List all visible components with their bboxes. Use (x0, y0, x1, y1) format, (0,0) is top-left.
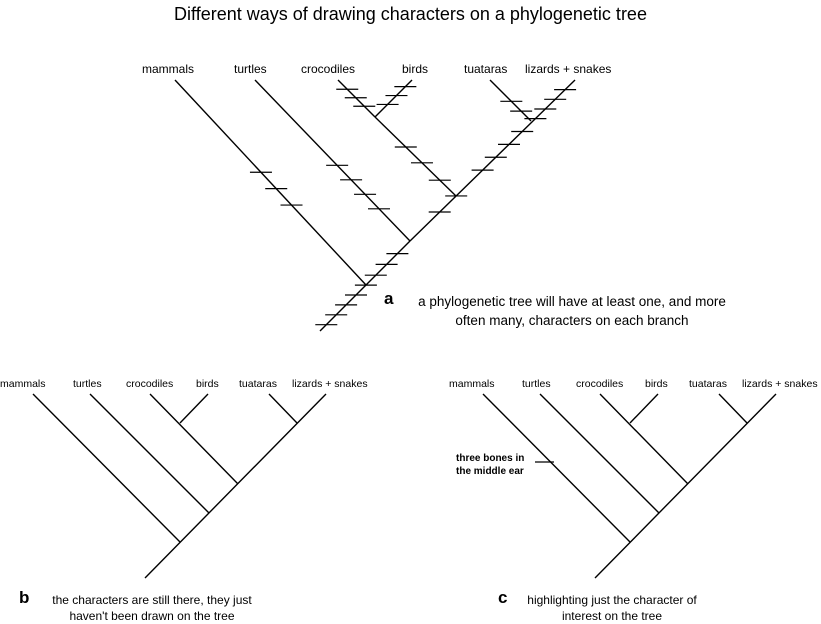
character-ticks-a (249, 86, 577, 326)
panel-letter-b: b (19, 588, 30, 607)
branch-mammals-b (32, 393, 181, 543)
branch-crocbirds-a (374, 116, 457, 197)
caption-b-line2: haven't been drawn on the tree (69, 609, 235, 623)
caption-c-line2: interest on the tree (561, 609, 663, 623)
character-annotation: three bones in the middle ear (456, 452, 524, 478)
tree-b (32, 393, 327, 579)
branch-tuataras-c (718, 393, 748, 424)
taxon-label-lizards-snakes-b: lizards + snakes (292, 378, 368, 390)
branch-birds-b (179, 393, 209, 424)
taxon-label-mammals-b: mammals (0, 378, 46, 390)
branch-birds-a (374, 79, 413, 118)
taxon-label-crocodiles-b: crocodiles (126, 378, 174, 390)
caption-a-line2: often many, characters on each branch (455, 313, 689, 328)
caption-c: highlighting just the character of inter… (516, 592, 708, 624)
taxon-label-mammals-a: mammals (142, 62, 195, 76)
taxon-label-crocodiles-a: crocodiles (301, 62, 356, 76)
caption-c-line1: highlighting just the character of (527, 593, 697, 607)
branch-tuataras-b (268, 393, 298, 424)
taxon-label-birds-a: birds (402, 62, 429, 76)
branch-crocodiles-a (337, 79, 376, 118)
branch-turtles-c (539, 393, 660, 514)
branch-root-c (594, 393, 777, 579)
caption-a-line1: a phylogenetic tree will have at least o… (418, 294, 726, 309)
panel-letter-c: c (498, 588, 508, 607)
panel-letter-a: a (384, 289, 394, 308)
branch-tuataras-a (489, 79, 532, 122)
tree-c (482, 393, 777, 579)
branch-crocodiles-b (149, 393, 239, 485)
taxon-label-crocodiles-c: crocodiles (576, 378, 624, 390)
taxon-label-tuataras-a: tuataras (464, 62, 508, 76)
branch-right-a (409, 79, 576, 242)
caption-b: the characters are still there, they jus… (36, 592, 268, 624)
branch-turtles-b (89, 393, 210, 514)
taxon-label-birds-b: birds (196, 378, 219, 390)
figure-title: Different ways of drawing characters on … (174, 4, 647, 24)
character-annotation-line1: three bones in (456, 453, 525, 464)
taxon-label-tuataras-c: tuataras (689, 378, 727, 390)
taxon-label-turtles-a: turtles (234, 62, 267, 76)
branch-turtles-a (254, 79, 411, 242)
branch-root-a (319, 240, 411, 332)
branch-crocodiles-c (599, 393, 689, 485)
taxon-label-birds-c: birds (645, 378, 668, 390)
tree-a (174, 79, 576, 332)
branch-birds-c (629, 393, 659, 424)
taxon-label-lizards-snakes-c: lizards + snakes (742, 378, 818, 390)
taxon-label-turtles-b: turtles (73, 378, 102, 390)
caption-a: a phylogenetic tree will have at least o… (398, 292, 746, 330)
taxon-label-turtles-c: turtles (522, 378, 551, 390)
branch-root-b (144, 393, 327, 579)
taxon-label-lizards-snakes-a: lizards + snakes (525, 62, 612, 76)
branch-mammals-a (174, 79, 367, 286)
character-annotation-line2: the middle ear (456, 466, 524, 477)
taxon-label-tuataras-b: tuataras (239, 378, 277, 390)
branch-mammals-c (482, 393, 631, 543)
caption-b-line1: the characters are still there, they jus… (52, 593, 252, 607)
taxon-label-mammals-c: mammals (449, 378, 495, 390)
